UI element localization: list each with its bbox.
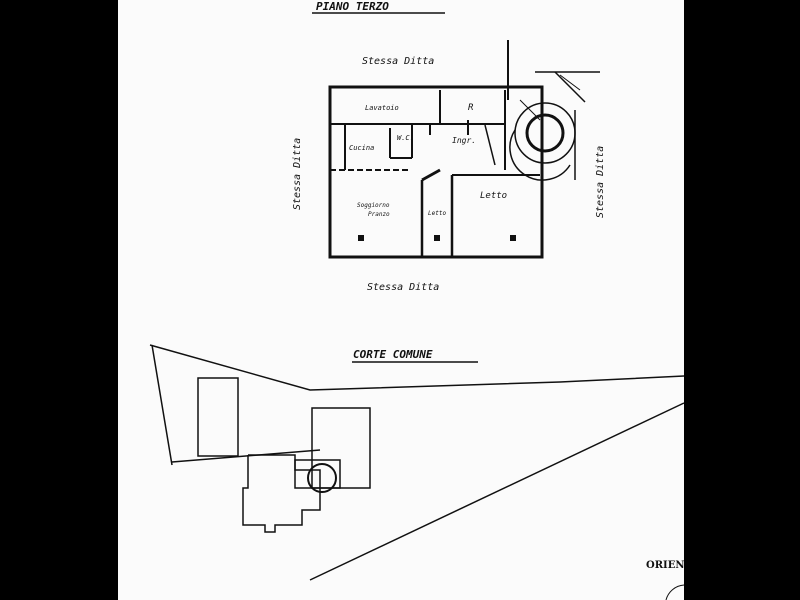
room-lavatoio: Lavatoio	[365, 104, 399, 112]
room-cucina: Cucina	[349, 144, 374, 152]
neighbor-left-label: Stessa Ditta	[292, 138, 303, 210]
room-letto-small: Letto	[428, 210, 446, 217]
site-plan	[149, 344, 685, 581]
room-wc: W.C.	[397, 134, 414, 142]
neighbor-right-label: Stessa Ditta	[595, 146, 606, 218]
room-markers	[358, 235, 516, 241]
spiral-staircase	[507, 40, 600, 181]
room-letto-large: Letto	[480, 191, 507, 201]
orientation-label: ORIEN	[646, 560, 684, 571]
floor-title: PIANO TERZO	[316, 0, 389, 13]
room-ingresso: Ingr.	[452, 136, 476, 145]
compass-arc	[665, 584, 685, 600]
drawing-sheet	[118, 0, 684, 600]
site-title: CORTE COMUNE	[353, 348, 433, 361]
room-r: R	[468, 103, 474, 113]
neighbor-top-label: Stessa Ditta	[362, 56, 434, 67]
apartment-walls	[328, 85, 544, 259]
room-soggiorno-line1: Soggiorno	[357, 202, 390, 209]
neighbor-bottom-label: Stessa Ditta	[367, 282, 439, 293]
room-soggiorno-line2: Pranzo	[368, 211, 390, 218]
